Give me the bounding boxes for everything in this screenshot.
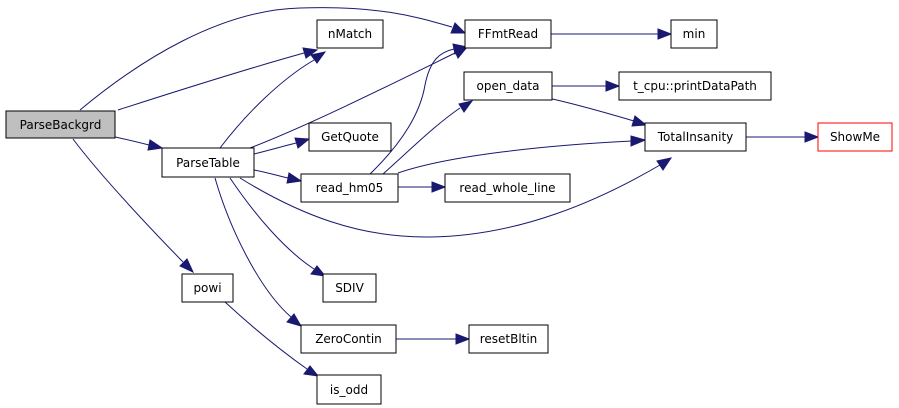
node-parsebackgrd[interactable]: ParseBackgrd [5, 110, 116, 139]
edge-parsetable-sdiv [229, 177, 327, 277]
edge-powi-is_odd [224, 301, 320, 377]
node-sdiv[interactable]: SDIV [322, 273, 377, 303]
node-label: ShowMe [830, 130, 880, 144]
node-label: nMatch [328, 27, 372, 41]
node-label: is_odd [330, 383, 368, 397]
node-label: ParseBackgrd [20, 118, 102, 132]
node-label: FFmtRead [478, 27, 538, 41]
edge-parsetable-zerocontin [214, 177, 303, 327]
node-printdatapath[interactable]: t_cpu::printDataPath [618, 71, 772, 101]
edge-parsebackgrd-ffmtread [79, 7, 467, 111]
node-read_hm05[interactable]: read_hm05 [300, 173, 399, 203]
node-powi[interactable]: powi [181, 273, 234, 303]
edge-read_hm05-open_data [382, 100, 474, 175]
node-is_odd[interactable]: is_odd [316, 374, 382, 405]
edge-ffmtread-min [551, 28, 673, 40]
node-label: resetBltin [480, 332, 538, 346]
node-label: SDIV [335, 281, 364, 295]
node-nmatch[interactable]: nMatch [316, 19, 384, 49]
node-label: min [683, 27, 706, 41]
edge-read_hm05-read_whole_line [398, 181, 447, 193]
node-zerocontin[interactable]: ZeroContin [300, 324, 397, 354]
edge-read_hm05-totalinsanity [397, 135, 647, 174]
edge-read_hm05-ffmtread [369, 43, 469, 175]
node-showme[interactable]: ShowMe [817, 122, 893, 152]
node-resetbltin[interactable]: resetBltin [468, 324, 549, 354]
node-open_data[interactable]: open_data [463, 71, 553, 101]
node-totalinsanity[interactable]: TotalInsanity [644, 122, 747, 152]
node-read_whole_line[interactable]: read_whole_line [444, 173, 571, 203]
node-getquote[interactable]: GetQuote [308, 122, 392, 152]
edge-open_data-printdatapath [552, 80, 621, 92]
node-ffmtread[interactable]: FFmtRead [464, 19, 552, 49]
edge-totalinsanity-showme [746, 131, 820, 143]
node-label: read_hm05 [316, 181, 384, 195]
node-label: open_data [477, 79, 540, 93]
edge-parsetable-nmatch [219, 51, 327, 149]
node-label: GetQuote [321, 130, 379, 144]
node-label: powi [193, 281, 221, 295]
node-label: t_cpu::printDataPath [633, 79, 757, 93]
node-min[interactable]: min [670, 19, 718, 49]
node-parsetable[interactable]: ParseTable [161, 147, 255, 178]
node-label: TotalInsanity [657, 130, 734, 144]
node-label: read_whole_line [459, 181, 555, 195]
edge-parsebackgrd-powi [72, 138, 195, 274]
edge-parsebackgrd-nmatch [117, 47, 319, 111]
edge-zerocontin-resetbltin [396, 333, 471, 345]
node-label: ParseTable [176, 156, 240, 170]
edge-parsebackgrd-parsetable [114, 136, 164, 151]
edge-parsetable-totalinsanity [239, 157, 673, 238]
edge-parsetable-read_hm05 [253, 169, 303, 184]
edge-parsetable-getquote [253, 137, 311, 155]
edge-open_data-totalinsanity [547, 97, 648, 127]
node-label: ZeroContin [315, 332, 382, 346]
